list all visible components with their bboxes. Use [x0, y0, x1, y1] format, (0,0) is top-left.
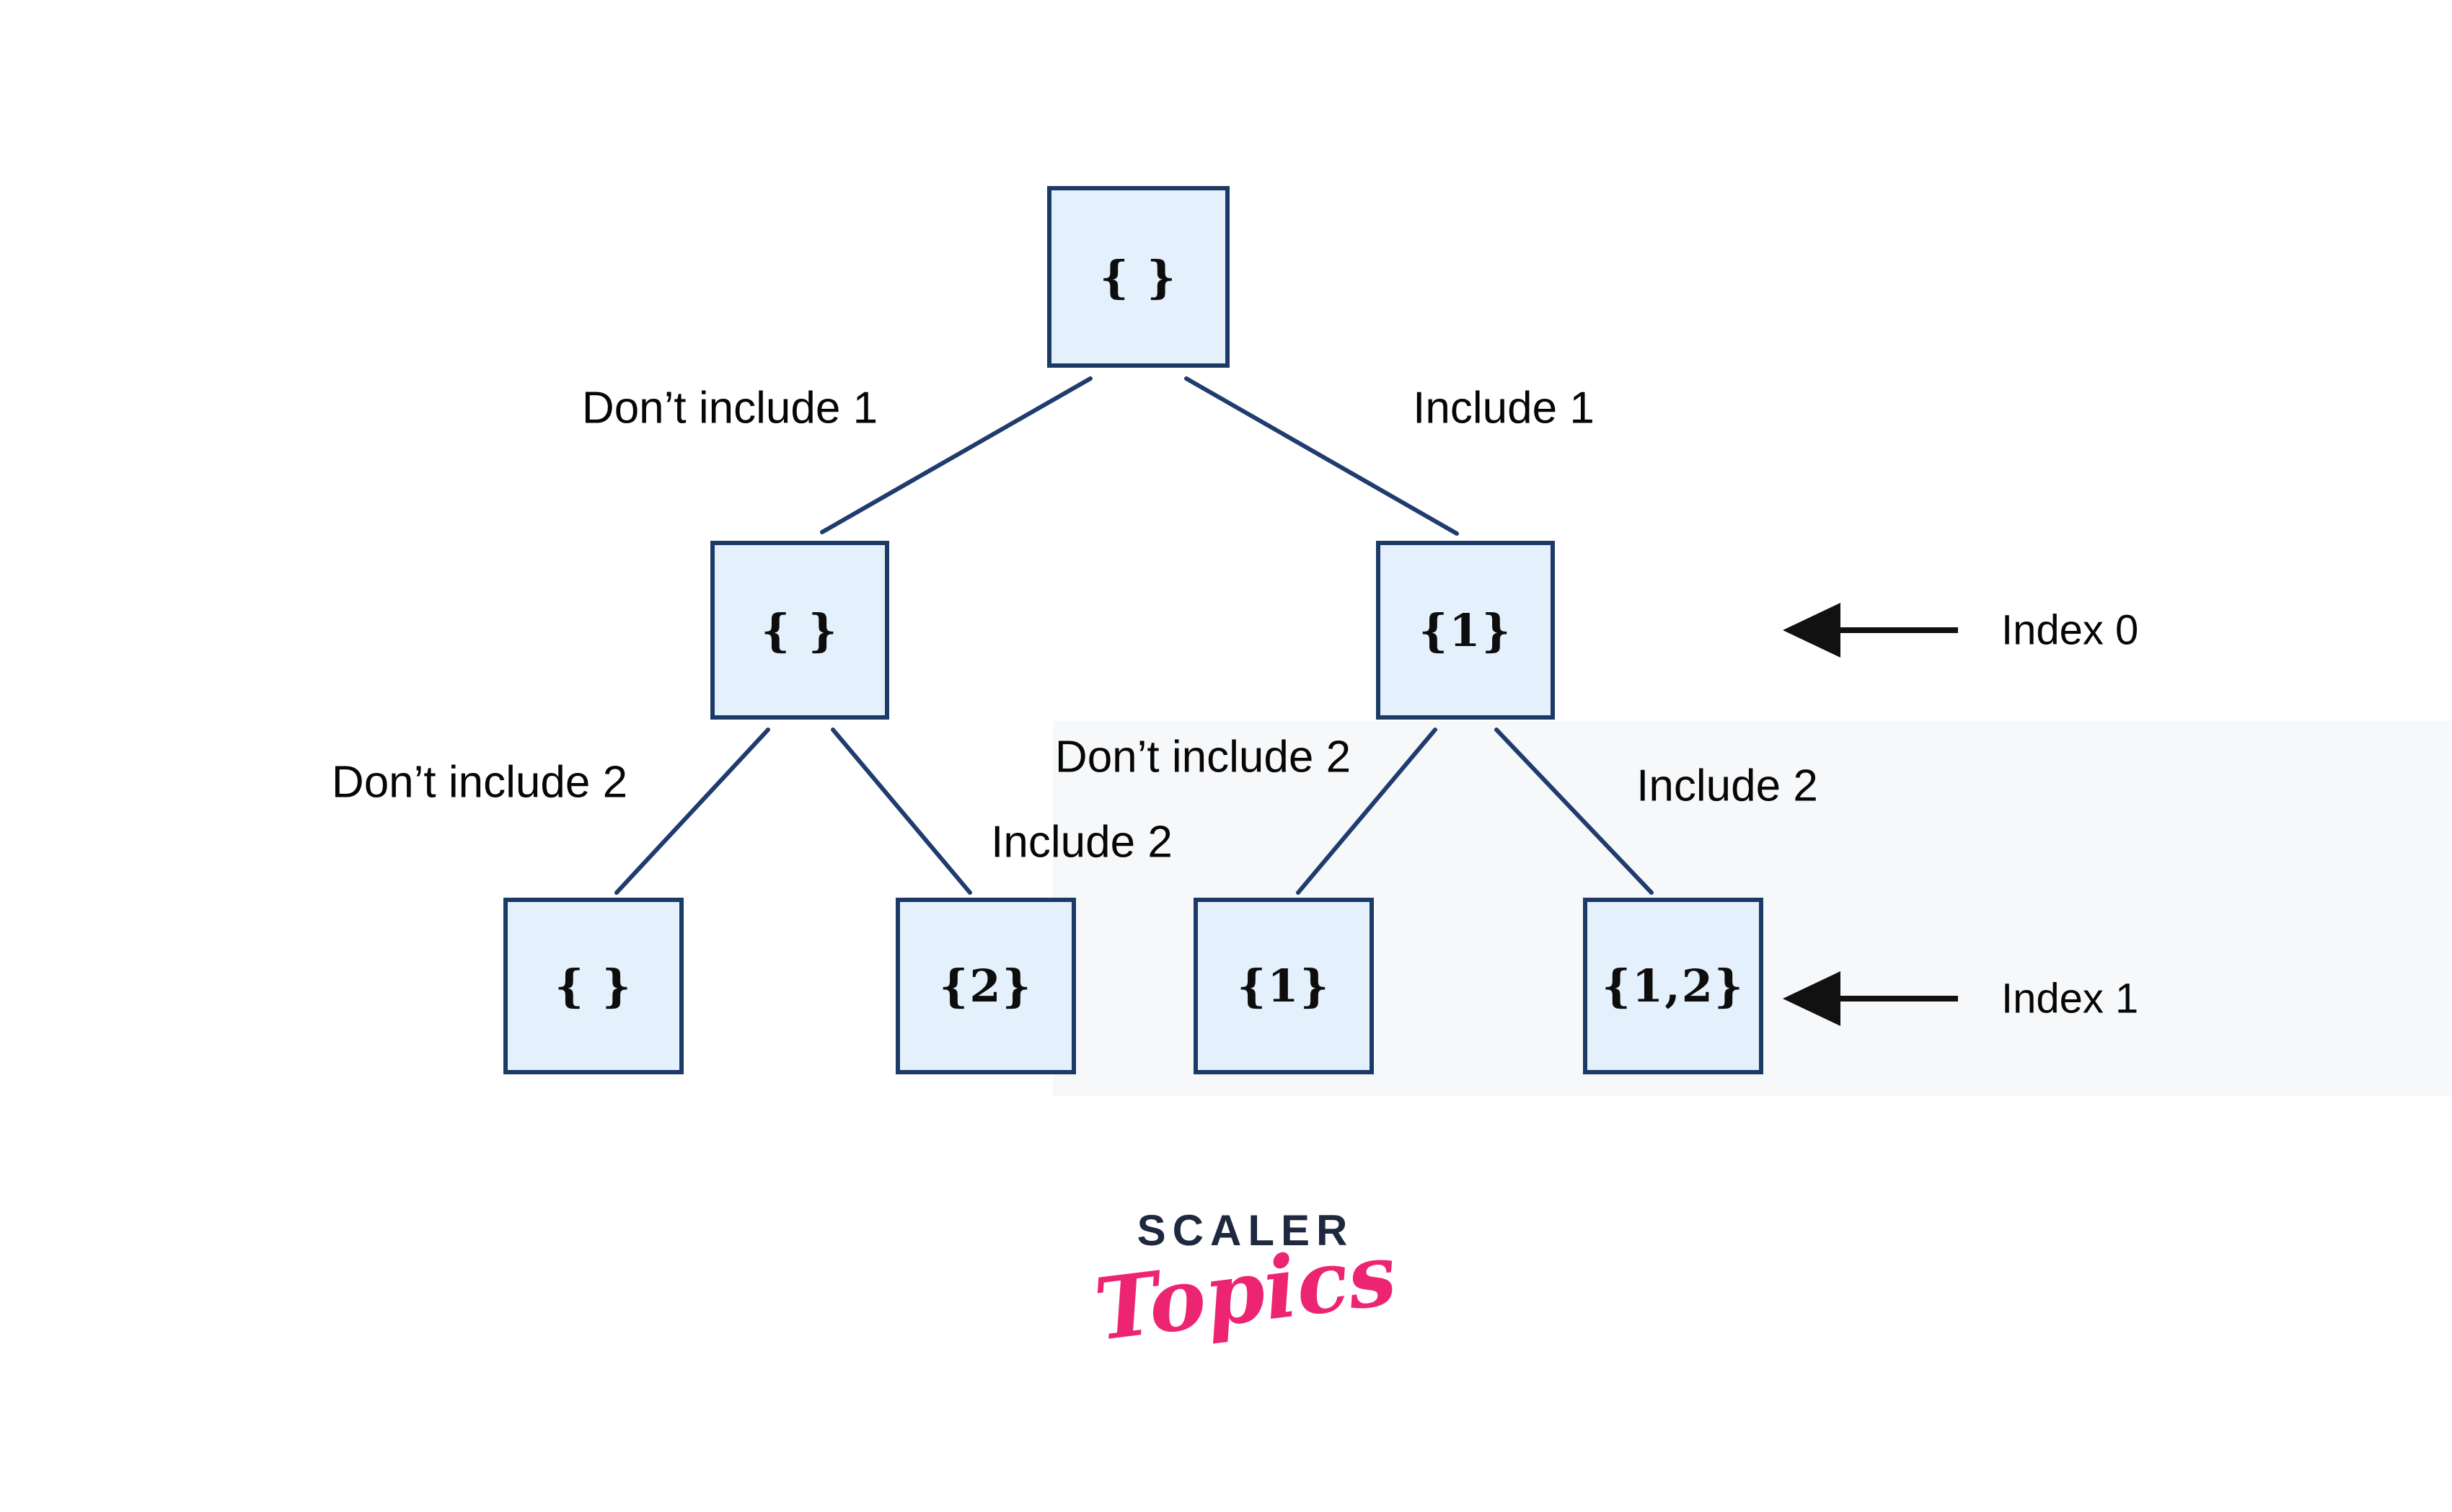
edge-left-inc: [831, 728, 972, 895]
edge-right-dont: [1296, 728, 1437, 895]
index1-arrow-head: [1783, 971, 1840, 1026]
edge-root-right: [1184, 376, 1459, 536]
node-level2-right-label: {1}: [1419, 604, 1512, 657]
node-leaf-1: { }: [503, 898, 684, 1074]
edge-label-left-include-2: Include 2: [991, 817, 1173, 867]
node-root-label: { }: [1099, 250, 1178, 304]
node-root: { }: [1047, 186, 1230, 368]
scaler-topics-logo: SCALER Topics: [1090, 1206, 1401, 1360]
edge-label-include-1: Include 1: [1413, 383, 1595, 433]
node-leaf-2: {2}: [896, 898, 1076, 1074]
edge-right-inc: [1494, 728, 1654, 895]
node-leaf-2-label: {2}: [939, 960, 1033, 1012]
edge-root-left: [820, 376, 1093, 534]
node-level2-left: { }: [710, 541, 889, 720]
node-leaf-3-label: {1}: [1237, 960, 1331, 1012]
node-level2-left-label: { }: [761, 604, 839, 657]
node-leaf-1-label: { }: [555, 960, 632, 1012]
edge-label-left-dont-include-2: Don’t include 2: [331, 757, 628, 808]
index0-arrow-head: [1783, 603, 1840, 658]
index-1-label: Index 1: [2001, 975, 2139, 1022]
edge-label-dont-include-1: Don’t include 1: [581, 383, 878, 433]
node-level2-right: {1}: [1376, 541, 1555, 720]
node-leaf-3: {1}: [1194, 898, 1374, 1074]
edge-left-dont: [614, 728, 770, 895]
index-0-label: Index 0: [2001, 606, 2139, 654]
logo-scaler-text: SCALER: [1137, 1206, 1354, 1255]
edge-label-right-dont-include-2: Don’t include 2: [1054, 732, 1351, 782]
node-leaf-4: {1,2}: [1583, 898, 1763, 1074]
edge-label-right-include-2: Include 2: [1636, 761, 1818, 811]
node-leaf-4-label: {1,2}: [1602, 960, 1745, 1012]
